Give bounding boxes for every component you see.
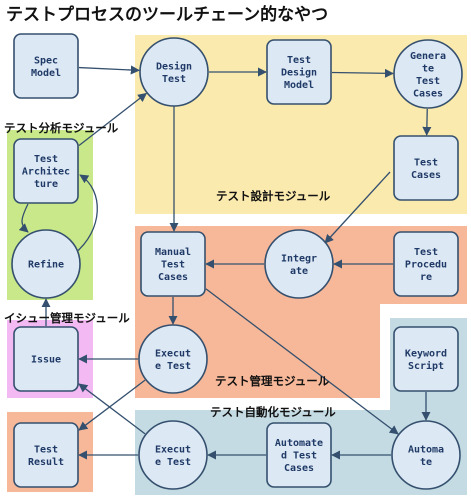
edge-refine-to-test-architecture xyxy=(73,174,98,255)
node-shape-rect xyxy=(13,422,79,488)
edge-execute-test-auto-to-issue xyxy=(78,383,146,435)
node-label-line: Issue xyxy=(31,355,61,366)
node-refine[interactable]: Refine xyxy=(11,229,81,299)
node-label-line: Cases xyxy=(413,88,443,99)
node-shape-circle xyxy=(138,420,208,490)
region-design xyxy=(135,35,467,214)
node-label-line: Execut xyxy=(155,444,191,455)
edge-execute-test-manual-to-test-result xyxy=(78,379,146,431)
edge-generate-test-cases-to-test-cases xyxy=(422,108,432,136)
edge-test-cases-to-integrate xyxy=(324,171,391,244)
node-label-line: e Test xyxy=(155,361,191,372)
node-label-line: Cases xyxy=(158,272,188,283)
node-shape-circle xyxy=(138,324,208,394)
node-label-line: Design xyxy=(156,60,192,72)
node-label-line: Automate xyxy=(275,438,323,449)
node-label-line: re xyxy=(420,272,432,283)
node-label-line: d Test xyxy=(281,451,317,462)
node-label-line: Integr xyxy=(281,253,317,264)
node-label-line: Cases xyxy=(284,463,314,474)
node-label-line: Procedu xyxy=(405,260,447,271)
node-label-line: Model xyxy=(31,68,61,79)
node-shape-rect xyxy=(393,135,459,201)
node-label-line: Test xyxy=(161,260,185,271)
region-label-issue: イシュー管理モジュール xyxy=(4,311,130,325)
region-label-management: テスト管理モジュール xyxy=(215,374,330,388)
node-shape-circle xyxy=(264,229,334,299)
region-automation xyxy=(135,318,467,495)
node-execute-test-auto[interactable]: Execut e Test xyxy=(138,420,208,490)
node-label-line: Refine xyxy=(28,259,64,271)
node-issue[interactable]: Issue xyxy=(13,326,79,392)
edge-manual-test-cases-to-automate xyxy=(205,288,399,435)
node-shape-rect xyxy=(393,326,459,392)
node-shape-rect xyxy=(13,138,79,204)
node-automate[interactable]: Automa te xyxy=(391,420,461,490)
node-shape-circle xyxy=(11,229,81,299)
node-label-line: Result xyxy=(28,457,64,468)
node-shape-rect xyxy=(13,33,79,99)
edge-test-architecture-to-refine xyxy=(18,203,29,233)
node-label-line: te xyxy=(420,457,432,468)
node-label-line: ate xyxy=(290,266,308,277)
node-shape-rect xyxy=(266,422,332,488)
node-label-line: Test xyxy=(34,444,58,455)
region-label-design: テスト設計モジュール xyxy=(216,189,331,203)
page-title: テストプロセスのツールチェーン的なやつ xyxy=(6,4,328,25)
node-label-line: Model xyxy=(284,80,314,91)
node-label-line: Test xyxy=(287,55,311,66)
node-label-line: Genera xyxy=(410,51,446,62)
node-label-line: te xyxy=(422,63,434,74)
node-shape-rect xyxy=(266,39,332,105)
node-label-line: Keyword xyxy=(405,348,447,359)
node-shape-rect xyxy=(393,231,459,297)
edge-spec-model-to-design-test xyxy=(78,65,140,75)
region-label-analysis: テスト分析モジュール xyxy=(4,121,119,135)
node-shape-rect xyxy=(13,326,79,392)
node-shape-rect xyxy=(140,231,206,297)
node-label-line: ture xyxy=(34,179,58,190)
edge-test-design-model-to-generate-test-cases xyxy=(331,68,394,78)
node-label-line: Test xyxy=(416,76,440,87)
node-label-line: Test xyxy=(162,74,186,85)
node-execute-test-manual[interactable]: Execut e Test xyxy=(138,324,208,394)
node-label-line: Spec xyxy=(34,55,58,66)
node-label-line: Design xyxy=(281,67,317,79)
node-label-line: Automa xyxy=(408,444,444,455)
node-label-line: Cases xyxy=(411,170,441,181)
node-label-line: Test xyxy=(414,157,438,168)
node-label-line: Execut xyxy=(155,348,191,359)
node-shape-circle xyxy=(139,37,209,107)
region-management xyxy=(135,226,467,398)
node-label-line: Test xyxy=(414,247,438,258)
edge-test-architecture-to-design-test xyxy=(78,92,148,146)
node-shape-circle xyxy=(391,420,461,490)
region-label-automation: テスト自動化モジュール xyxy=(210,405,336,419)
node-shape-circle xyxy=(393,39,463,109)
node-label-line: Test xyxy=(34,154,58,165)
node-integrate[interactable]: Integr ate xyxy=(264,229,334,299)
node-label-line: Manual xyxy=(155,247,191,258)
node-label-line: Script xyxy=(408,360,444,372)
node-label-line: Architec xyxy=(22,166,70,178)
node-label-line: e Test xyxy=(155,457,191,468)
